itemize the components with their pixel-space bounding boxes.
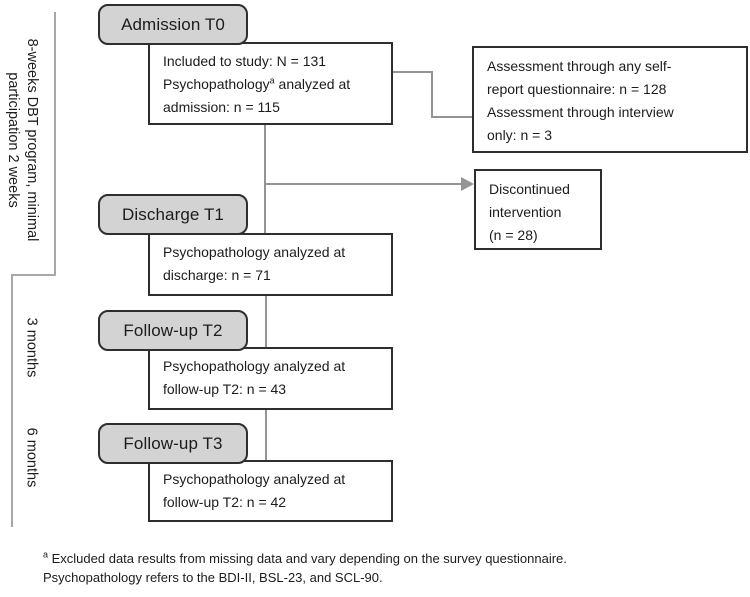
timeline-label-dbt-line1: 8-weeks DBT program, minimal xyxy=(24,38,40,242)
timeline-label-dbt-program: 8-weeks DBT program, minimal participati… xyxy=(3,22,41,258)
stage-box-admission-t0: Admission T0 xyxy=(98,4,248,45)
footnote-marker-a: a xyxy=(269,75,275,86)
footnote-line2: Psychopathology refers to the BDI-II, BS… xyxy=(43,569,383,585)
admission-n-line: admission: n = 115 xyxy=(163,99,280,115)
connector-arrow-discontinued-line xyxy=(264,183,462,185)
detail-box-discharge: Psychopathology analyzed at discharge: n… xyxy=(148,233,393,296)
followup2-psychopathology-line: Psychopathology analyzed at xyxy=(163,358,346,374)
footnote-sup-a: a xyxy=(43,549,49,560)
detail-box-followup2: Psychopathology analyzed at follow-up T2… xyxy=(148,347,393,410)
connector-followup2-to-followup3 xyxy=(265,410,267,460)
detail-box-followup3: Psychopathology analyzed at follow-up T2… xyxy=(148,460,393,522)
timeline-bracket-dbt-vertical xyxy=(54,12,56,276)
connector-admission-to-discharge xyxy=(264,125,266,233)
assessment-line3: Assessment through interview xyxy=(487,104,674,120)
stage-box-followup-t3: Follow-up T3 xyxy=(98,423,248,464)
arrowhead-discontinued xyxy=(461,177,474,191)
discharge-psychopathology-line: Psychopathology analyzed at xyxy=(163,244,346,260)
timeline-bracket-step-horizontal xyxy=(11,274,56,276)
assessment-line1: Assessment through any self- xyxy=(487,58,672,74)
discontinued-line2: intervention xyxy=(489,204,562,220)
discontinued-line3: (n = 28) xyxy=(489,227,538,243)
followup3-psychopathology-line: Psychopathology analyzed at xyxy=(163,471,346,487)
timeline-bracket-followup-vertical xyxy=(11,274,13,527)
detail-box-admission: Included to study: N = 131 Psychopatholo… xyxy=(148,42,393,125)
connector-admission-to-assessment-h2 xyxy=(431,116,472,118)
stage-box-discharge-t1: Discharge T1 xyxy=(98,194,248,235)
side-box-discontinued: Discontinued intervention (n = 28) xyxy=(474,169,602,250)
followup3-n-line: follow-up T2: n = 42 xyxy=(163,494,287,510)
connector-admission-to-assessment-h1 xyxy=(393,71,433,73)
connector-admission-to-assessment-v xyxy=(431,71,433,118)
connector-discharge-to-followup2 xyxy=(265,296,267,347)
timeline-label-6-months: 6 months xyxy=(23,427,40,488)
footnote-line1: a Excluded data results from missing dat… xyxy=(43,549,567,566)
side-box-assessment: Assessment through any self- report ques… xyxy=(472,46,748,153)
discontinued-line1: Discontinued xyxy=(489,181,570,197)
timeline-label-3-months: 3 months xyxy=(23,317,40,378)
discharge-n-line: discharge: n = 71 xyxy=(163,267,271,283)
followup2-n-line: follow-up T2: n = 43 xyxy=(163,381,287,397)
admission-psychopathology-line: Psychopathologya analyzed at xyxy=(163,75,351,92)
timeline-label-dbt-line2: participation 2 weeks xyxy=(5,72,21,208)
assessment-line2: report questionnaire: n = 128 xyxy=(487,81,667,97)
admission-included-line: Included to study: N = 131 xyxy=(163,53,327,69)
assessment-line4: only: n = 3 xyxy=(487,127,552,143)
stage-box-followup-t2: Follow-up T2 xyxy=(98,310,248,351)
footnote: a Excluded data results from missing dat… xyxy=(43,550,567,587)
